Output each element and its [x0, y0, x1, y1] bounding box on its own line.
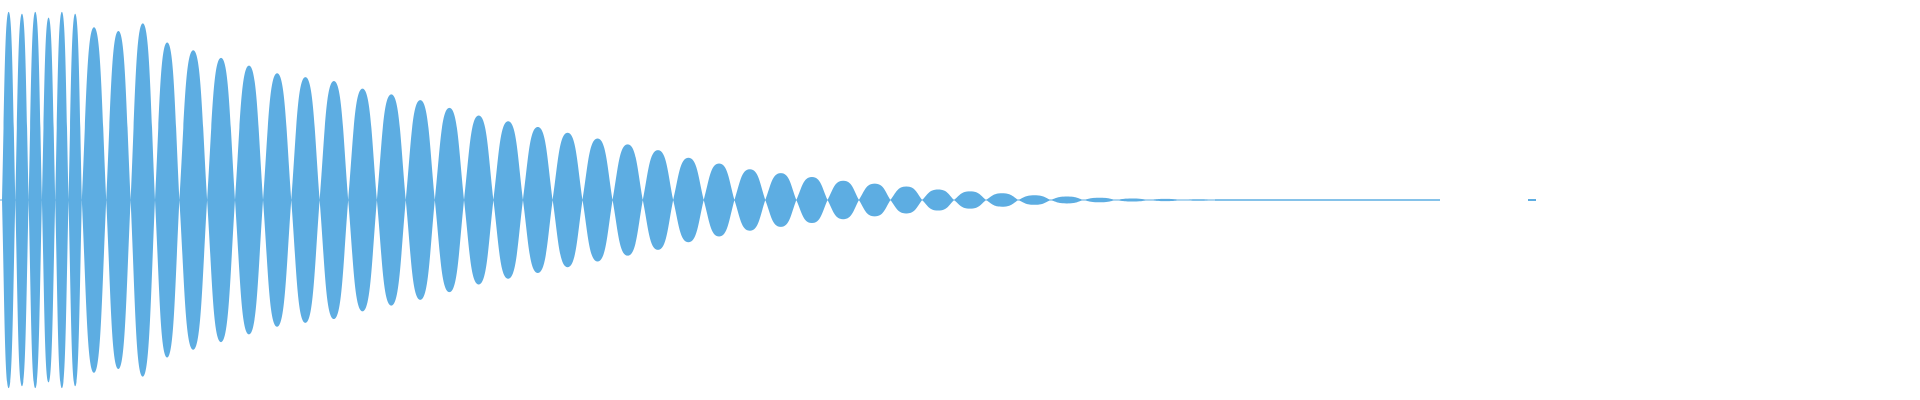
waveform-tail — [1215, 199, 1440, 201]
waveform-blip — [1528, 199, 1536, 201]
waveform-lobe — [1050, 196, 1084, 204]
waveform-lobe — [522, 127, 553, 273]
waveform-lobe — [734, 169, 766, 231]
waveform-lobe — [2, 11, 16, 389]
waveform-lobe — [179, 50, 208, 350]
waveform-lobe — [1115, 198, 1149, 202]
waveform-lobe — [68, 13, 82, 387]
waveform-lobe — [827, 180, 859, 220]
waveform-lobe — [986, 193, 1019, 207]
waveform-lobe — [376, 94, 406, 306]
waveform-lobe — [612, 144, 643, 256]
waveform-lobe — [348, 88, 377, 312]
waveform-lobe — [41, 17, 56, 383]
waveform-lobe — [15, 13, 29, 387]
waveform-lobe — [28, 11, 42, 389]
waveform-lobe — [1083, 197, 1116, 203]
waveform-lobe — [703, 163, 735, 237]
waveform-lobe — [234, 65, 264, 335]
waveform-lobe — [954, 191, 987, 209]
waveform-lobe — [207, 57, 235, 343]
waveform-lobe — [673, 157, 704, 243]
waveform-lobe — [1018, 195, 1051, 205]
waveform-lobes — [2, 11, 1215, 389]
waveform-lobe — [154, 42, 180, 358]
waveform-lobe — [1148, 198, 1182, 202]
waveform-lobe — [642, 150, 674, 250]
waveform-lobe — [922, 189, 955, 211]
waveform-lobe — [493, 121, 523, 279]
waveform-lobe — [405, 100, 435, 300]
waveform-lobe — [1181, 199, 1215, 201]
waveform-lobe — [552, 132, 583, 268]
waveform-lobe — [434, 107, 465, 293]
waveform-lobe — [765, 173, 797, 227]
waveform-lobe — [582, 138, 613, 262]
waveform-lobe — [319, 80, 349, 320]
waveform-lobe — [130, 23, 155, 377]
waveform-lobe — [796, 176, 828, 224]
waveform-lobe — [291, 77, 320, 323]
waveform-lobe — [263, 73, 292, 327]
waveform-lobe — [858, 183, 891, 217]
waveform-lobe — [464, 115, 494, 285]
waveform-lobe — [55, 11, 69, 389]
waveform-lobe — [81, 27, 107, 373]
waveform-lobe — [890, 186, 923, 214]
waveform-lobe — [106, 31, 131, 369]
